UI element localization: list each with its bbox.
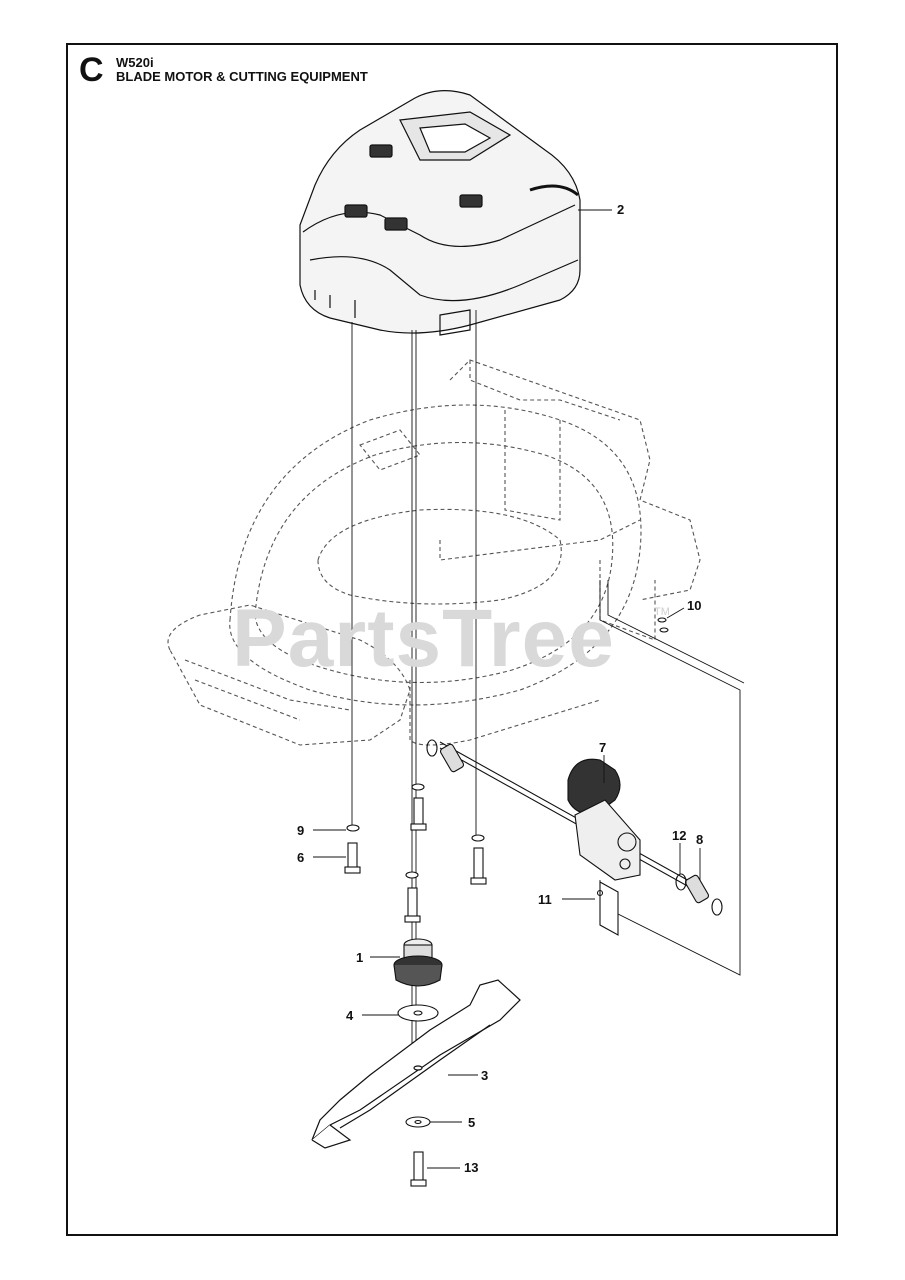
diagram-frame (66, 43, 838, 1236)
callout-11: 11 (538, 892, 552, 907)
section-letter: C (79, 51, 104, 89)
callout-leaders (313, 607, 701, 1169)
callout-9: 9 (297, 823, 305, 838)
model-name: W520i (116, 55, 154, 70)
callout-6: 6 (297, 850, 305, 865)
body-cover-part (299, 90, 581, 336)
watermark: PartsTree (232, 593, 615, 684)
blade-part (311, 979, 521, 1149)
chassis-outline (167, 359, 701, 746)
fasteners (344, 617, 669, 923)
blade-bolt-part (410, 1151, 427, 1187)
callout-12: 12 (672, 828, 687, 843)
callout-10: 10 (687, 598, 702, 613)
blade-hub-part (393, 938, 443, 987)
callout-4: 4 (346, 1008, 354, 1023)
watermark-trademark: TM (654, 606, 670, 618)
callout-1: 1 (356, 950, 364, 965)
assembly-lines (351, 209, 745, 1060)
blade-motor-part (426, 739, 723, 936)
callout-5: 5 (468, 1115, 476, 1130)
callout-2: 2 (617, 202, 625, 217)
callout-7: 7 (599, 740, 607, 755)
callout-13: 13 (464, 1160, 479, 1175)
callout-8: 8 (696, 832, 704, 847)
callout-3: 3 (481, 1068, 489, 1083)
diagram-title: BLADE MOTOR & CUTTING EQUIPMENT (116, 69, 368, 84)
